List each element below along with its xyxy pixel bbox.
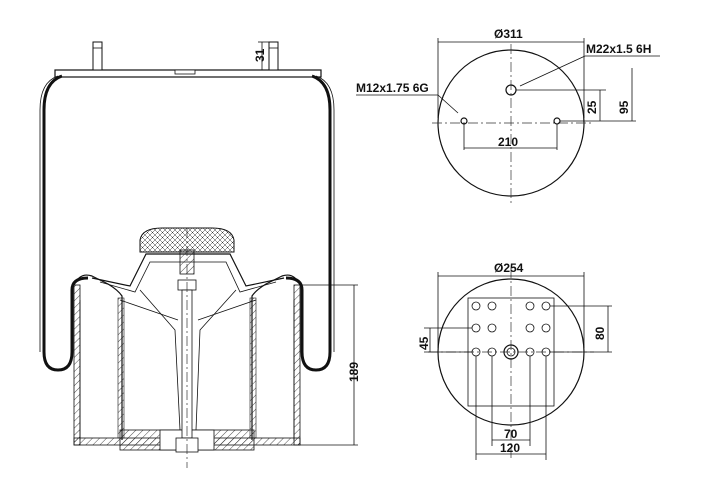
piston-right-wall (293, 284, 301, 446)
dim-spacing-80: 80 (593, 326, 607, 340)
label-thread-small: M12x1.75 6G (356, 81, 429, 95)
dim-piston-height: 189 (347, 362, 361, 382)
label-thread-large: M22x1.5 6H (586, 42, 651, 56)
piston-left-wall (73, 284, 81, 446)
dim-spacing-70: 70 (504, 427, 518, 441)
dim-bottom-diameter: Ø254 (494, 261, 524, 275)
dim-offset-95: 95 (617, 100, 631, 114)
bump-stop (139, 227, 235, 253)
dim-offset-25: 25 (585, 100, 599, 114)
top-plate-view: Ø311 M22x1.5 6H M12x1.75 6G 25 95 210 (356, 27, 660, 206)
side-section-view: 31 189 (39, 41, 361, 468)
center-air-hole (503, 344, 519, 360)
dim-spacing-120: 120 (500, 441, 520, 455)
dim-bolt-spacing: 210 (498, 135, 518, 149)
bottom-plate-view: Ø254 80 45 70 120 (417, 261, 612, 460)
dim-spacing-45: 45 (417, 336, 431, 350)
left-stud (92, 41, 103, 71)
dim-stud-height: 31 (253, 48, 267, 62)
right-stud (268, 41, 279, 71)
stud-hole-right (553, 117, 561, 125)
dim-top-diameter: Ø311 (494, 27, 523, 41)
